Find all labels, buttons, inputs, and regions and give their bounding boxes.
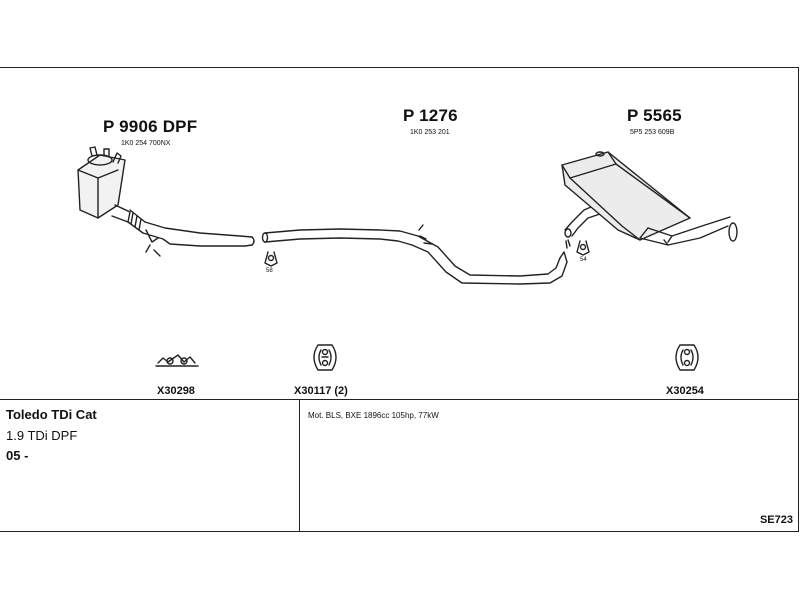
vehicle-years: 05 - <box>6 448 29 463</box>
vehicle-name: Toledo TDi Cat <box>6 407 97 422</box>
vehicle-engine: 1.9 TDi DPF <box>6 428 78 443</box>
engine-codes: Mot. BLS, BXE 1896cc 105hp, 77kW <box>308 411 439 420</box>
accessory-x30298-icon <box>155 354 199 367</box>
accessory-x30254-icon <box>675 344 699 371</box>
accessory-code-x30254: X30254 <box>666 385 704 397</box>
accessory-code-x30117: X30117 (2) <box>294 385 348 397</box>
oem-number-middle-pipe: 1K0 253 201 <box>410 129 450 136</box>
diagram-id: SE723 <box>759 514 793 526</box>
vehicle-info-panel: Toledo TDi Cat 1.9 TDi DPF 05 - <box>0 399 300 532</box>
part-number-dpf: P 9906 DPF <box>103 117 198 136</box>
engine-info-panel: Mot. BLS, BXE 1896cc 105hp, 77kW SE723 <box>300 399 799 532</box>
accessory-x30117-icon <box>313 344 337 371</box>
clamp-54 <box>576 240 590 256</box>
accessory-code-x30298: X30298 <box>157 385 195 397</box>
clamp-58 <box>264 251 278 267</box>
clamp-number-54: 54 <box>580 257 587 263</box>
part-number-rear-silencer: P 5565 <box>627 106 682 125</box>
rear-silencer-section <box>561 151 738 249</box>
oem-number-rear-silencer: 5P5 253 609B <box>630 129 675 136</box>
dpf-front-section <box>77 146 255 257</box>
oem-number-dpf: 1K0 254 700NX <box>121 140 171 147</box>
middle-pipe-section <box>261 224 568 285</box>
part-number-middle-pipe: P 1276 <box>403 106 458 125</box>
clamp-number-58: 58 <box>266 268 273 274</box>
diagram-frame <box>0 67 799 532</box>
